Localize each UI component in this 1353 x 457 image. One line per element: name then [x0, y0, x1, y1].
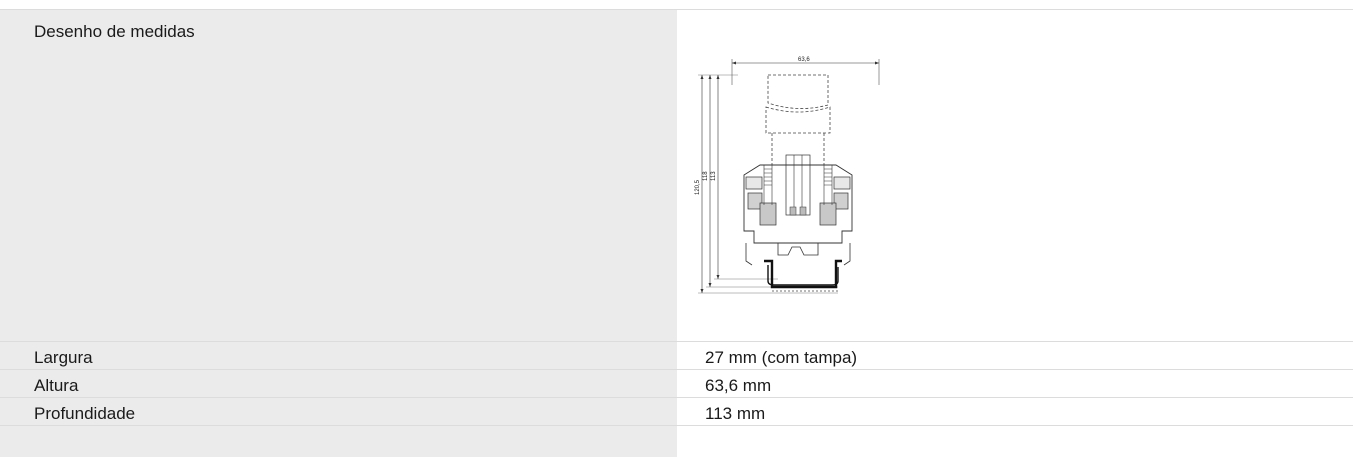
row-value-width: 27 mm (com tampa)	[677, 342, 1353, 369]
table-row-drawing: Desenho de medidas	[0, 9, 1353, 341]
row-label-empty	[0, 426, 677, 457]
row-label-drawing: Desenho de medidas	[0, 10, 677, 341]
row-value-depth: 113 mm	[677, 398, 1353, 425]
height-dim-label-2: 118	[703, 171, 709, 181]
table-row-height: Altura 63,6 mm	[0, 369, 1353, 397]
row-value-empty	[677, 426, 1353, 457]
dimension-drawing: 63,6 120,5 118 113	[695, 57, 880, 294]
height-dim-label-1: 120,5	[695, 179, 701, 195]
height-dim-label-3: 113	[711, 171, 717, 181]
row-label-height: Altura	[0, 370, 677, 397]
table-row-width: Largura 27 mm (com tampa)	[0, 341, 1353, 369]
table-row-depth: Profundidade 113 mm	[0, 397, 1353, 425]
row-value-height: 63,6 mm	[677, 370, 1353, 397]
width-dim-label: 63,6	[798, 57, 810, 63]
row-label-depth: Profundidade	[0, 398, 677, 425]
row-label-width: Largura	[0, 342, 677, 369]
table-row-empty	[0, 425, 1353, 457]
